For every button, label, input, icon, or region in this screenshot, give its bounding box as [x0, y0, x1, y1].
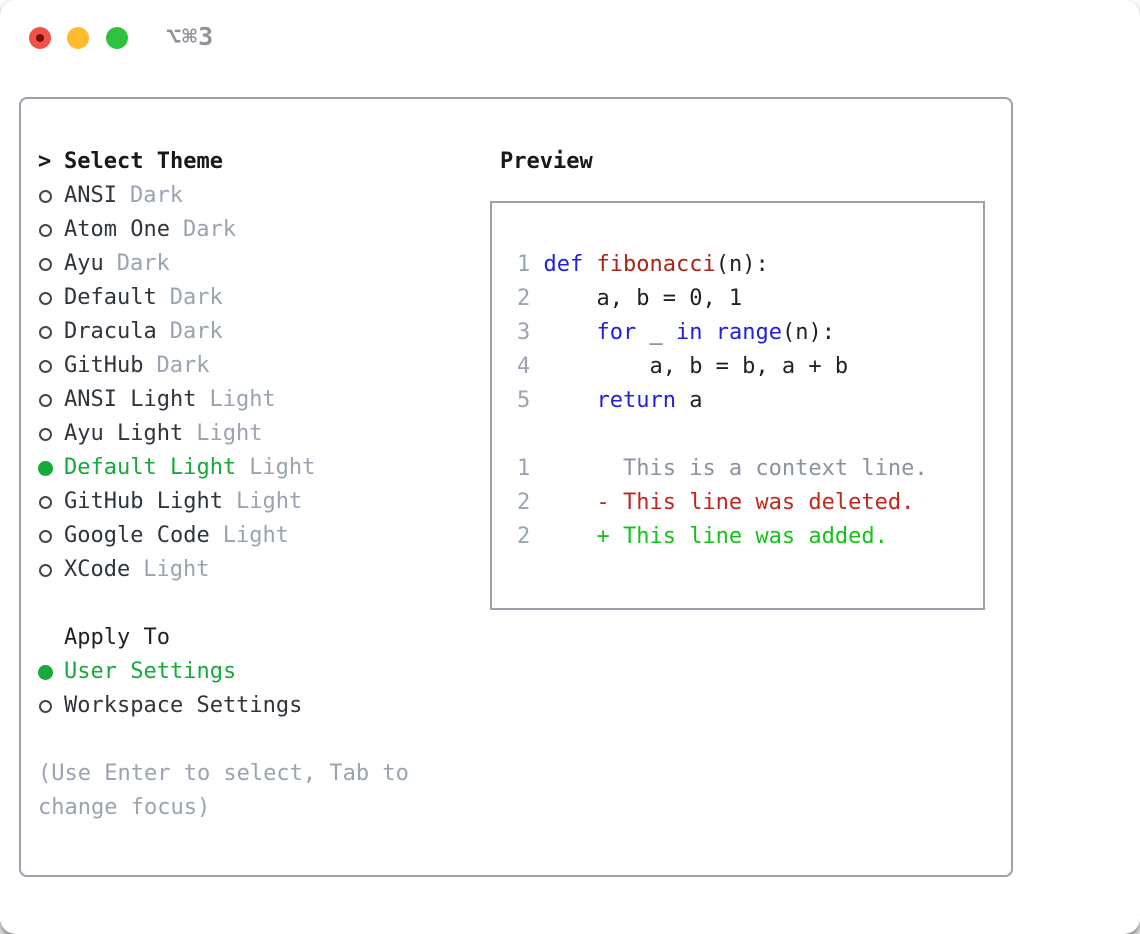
theme-list-header: > Select Theme — [38, 145, 483, 179]
theme-option-ayu-dark[interactable]: Ayu Dark — [38, 247, 483, 281]
theme-name: Ayu — [64, 251, 104, 276]
apply-to-title: Apply To — [64, 625, 170, 650]
radio-icon — [39, 325, 52, 339]
theme-variant: Dark — [129, 183, 183, 208]
theme-variant: Light — [143, 557, 210, 582]
theme-option-github-light-light[interactable]: GitHub Light Light — [38, 485, 483, 519]
theme-variant: Light — [209, 387, 276, 412]
theme-variant: Dark — [182, 217, 236, 242]
theme-option-google-code-light[interactable]: Google Code Light — [38, 519, 483, 553]
theme-variant: Light — [196, 421, 263, 446]
radio-icon — [39, 699, 52, 713]
radio-icon — [39, 563, 52, 577]
theme-option-ayu-light-light[interactable]: Ayu Light Light — [38, 417, 483, 451]
theme-name: ANSI Light — [64, 387, 197, 412]
theme-option-xcode-light[interactable]: XCode Light — [38, 553, 483, 587]
radio-icon — [39, 529, 52, 543]
apply-option-label: Workspace Settings — [64, 693, 303, 718]
theme-option-dracula-dark[interactable]: Dracula Dark — [38, 315, 483, 349]
window-shortcut-label: ⌥⌘3 — [166, 22, 215, 51]
apply-option-user-settings[interactable]: User Settings — [38, 655, 483, 689]
theme-name: GitHub — [64, 353, 144, 378]
preview-header: Preview — [500, 145, 593, 179]
preview-title: Preview — [500, 149, 593, 174]
radio-icon — [39, 291, 52, 305]
theme-name: Ayu Light — [64, 421, 184, 446]
minimize-button[interactable] — [67, 27, 89, 49]
apply-option-label: User Settings — [64, 659, 237, 684]
theme-variant: Light — [249, 455, 316, 480]
spacer — [38, 587, 483, 621]
theme-option-atom-one-dark[interactable]: Atom One Dark — [38, 213, 483, 247]
theme-option-ansi-dark[interactable]: ANSI Dark — [38, 179, 483, 213]
radio-icon — [39, 189, 52, 203]
radio-icon — [39, 257, 52, 271]
titlebar: ⌥⌘3 — [0, 0, 1140, 70]
close-dot-icon — [36, 34, 44, 42]
theme-variant: Light — [235, 489, 303, 514]
theme-variant: Dark — [169, 319, 223, 344]
theme-name: GitHub Light — [64, 489, 223, 514]
theme-option-github-dark[interactable]: GitHub Dark — [38, 349, 483, 383]
theme-variant: Dark — [116, 251, 170, 276]
radio-selected-icon — [38, 460, 53, 476]
theme-option-ansi-light-light[interactable]: ANSI Light Light — [38, 383, 483, 417]
zoom-button[interactable] — [106, 27, 128, 49]
focus-caret-icon: > — [38, 149, 52, 174]
theme-name: ANSI — [64, 183, 117, 208]
radio-icon — [39, 427, 52, 441]
theme-list-title: Select Theme — [64, 149, 223, 174]
theme-option-default-dark[interactable]: Default Dark — [38, 281, 483, 315]
theme-option-default-light-light[interactable]: Default Light Light — [38, 451, 483, 485]
radio-selected-icon — [38, 664, 53, 680]
code-preview: 1 def fibonacci(n): 2 a, b = 0, 1 3 for … — [517, 252, 928, 549]
theme-name: Dracula — [64, 319, 157, 344]
theme-name: Google Code — [64, 523, 210, 548]
theme-name: Atom One — [64, 217, 170, 242]
theme-variant: Light — [222, 523, 289, 548]
radio-icon — [39, 495, 52, 509]
spacer — [38, 723, 483, 757]
radio-icon — [39, 359, 52, 373]
apply-option-workspace-settings[interactable]: Workspace Settings — [38, 689, 483, 723]
theme-variant: Dark — [156, 353, 210, 378]
preview-box: 1 def fibonacci(n): 2 a, b = 0, 1 3 for … — [490, 201, 985, 610]
close-button[interactable] — [29, 27, 51, 49]
theme-variant: Dark — [169, 285, 223, 310]
theme-name: Default Light — [64, 455, 237, 480]
radio-icon — [39, 223, 52, 237]
radio-icon — [39, 393, 52, 407]
theme-name: XCode — [64, 557, 131, 582]
theme-name: Default — [64, 285, 157, 310]
help-text: (Use Enter to select, Tab to change focu… — [38, 761, 409, 820]
apply-to-header: Apply To — [38, 621, 483, 655]
